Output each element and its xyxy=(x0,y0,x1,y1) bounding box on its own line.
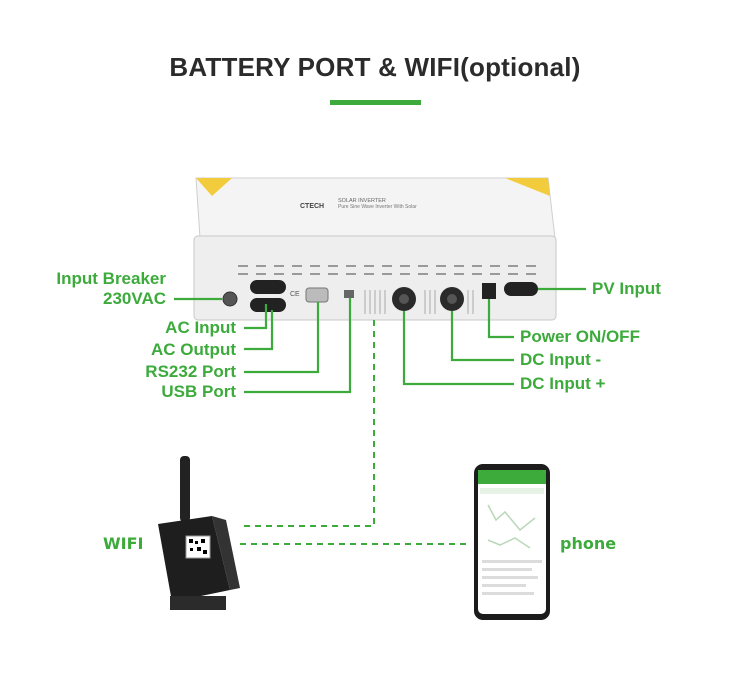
label-usb-port: USB Port xyxy=(161,382,236,401)
label-ac-input: AC Input xyxy=(165,318,236,337)
label-pv-input: PV Input xyxy=(592,279,661,298)
label-rs232-port: RS232 Port xyxy=(145,362,236,381)
label-power-switch: Power ON/OFF xyxy=(520,327,640,346)
label-dc-input-plus: DC Input + xyxy=(520,374,606,393)
label-input-breaker-voltage: 230VAC xyxy=(103,289,166,308)
label-phone: phone xyxy=(560,534,617,553)
label-ac-output: AC Output xyxy=(151,340,236,359)
smartphone-image xyxy=(474,464,550,620)
wifi-dongle-image xyxy=(158,456,240,610)
page-title: BATTERY PORT & WIFI(optional) xyxy=(169,52,581,82)
label-dc-input-minus: DC Input - xyxy=(520,350,602,369)
title-underline xyxy=(330,100,421,105)
device-brand: CTECH xyxy=(300,203,324,210)
device-subtitle: Pure Sine Wave Inverter With Solar xyxy=(338,204,417,210)
wifi-dashed-lines xyxy=(240,320,470,545)
label-input-breaker: Input Breaker xyxy=(56,269,166,288)
leader-lines xyxy=(174,287,586,394)
device-model: SOLAR INVERTER xyxy=(338,198,386,204)
label-wifi: WIFI xyxy=(103,534,144,553)
svg-text:CE: CE xyxy=(290,291,300,298)
